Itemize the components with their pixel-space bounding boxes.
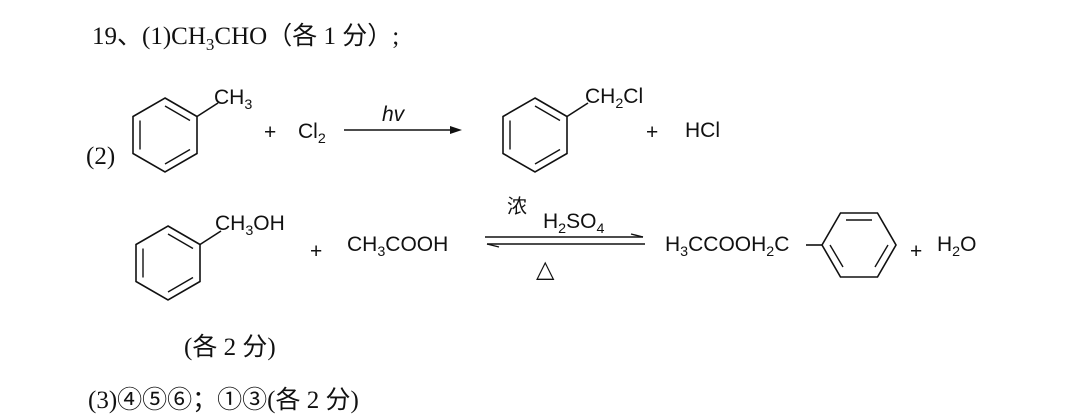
chlorine-formula: Cl2: [298, 120, 326, 147]
plus-sign: +: [310, 240, 323, 263]
benzene-ring-benzyl-alcohol: [135, 225, 222, 301]
acetic-acid-formula: CH3COOH: [347, 233, 449, 260]
benzyl-alcohol-substituent: CH3OH: [215, 212, 285, 239]
answer-19-prefix: 19、(1): [92, 23, 172, 50]
condition-hv: hv: [382, 103, 405, 126]
benzyl-acetate-formula: H3CCOOH2C: [665, 233, 790, 260]
hcl-formula: HCl: [685, 119, 720, 142]
reaction-arrow-1: [344, 126, 462, 134]
plus-sign: +: [910, 240, 923, 263]
answer-2-label: (2): [86, 143, 116, 170]
benzene-ring-toluene: [132, 97, 219, 173]
benzene-ring-benzyl-acetate: [806, 212, 897, 278]
condition-sulfuric-acid: H2SO4: [543, 210, 605, 237]
plus-sign: +: [646, 121, 659, 144]
answer-3-line: (3)④⑤⑥；①③(各 2 分): [88, 387, 359, 414]
reversible-arrow: [485, 233, 645, 248]
benzene-ring-benzyl-chloride: [502, 97, 589, 173]
condition-concentrated: 浓: [507, 196, 527, 218]
answer-19-line: 19、(1)CH3CHO（各 1 分）;: [92, 16, 400, 54]
condition-heat: △: [536, 256, 555, 283]
benzyl-chloride-substituent: CH2Cl: [585, 85, 644, 112]
score-note-2: (各 2 分): [184, 334, 276, 361]
answer-19-score-note: （各 1 分）;: [267, 23, 400, 50]
plus-sign: +: [264, 121, 277, 144]
water-formula: H2O: [937, 233, 977, 260]
toluene-substituent: CH3: [214, 86, 253, 113]
answer-19-formula: CH3CHO: [171, 23, 268, 54]
